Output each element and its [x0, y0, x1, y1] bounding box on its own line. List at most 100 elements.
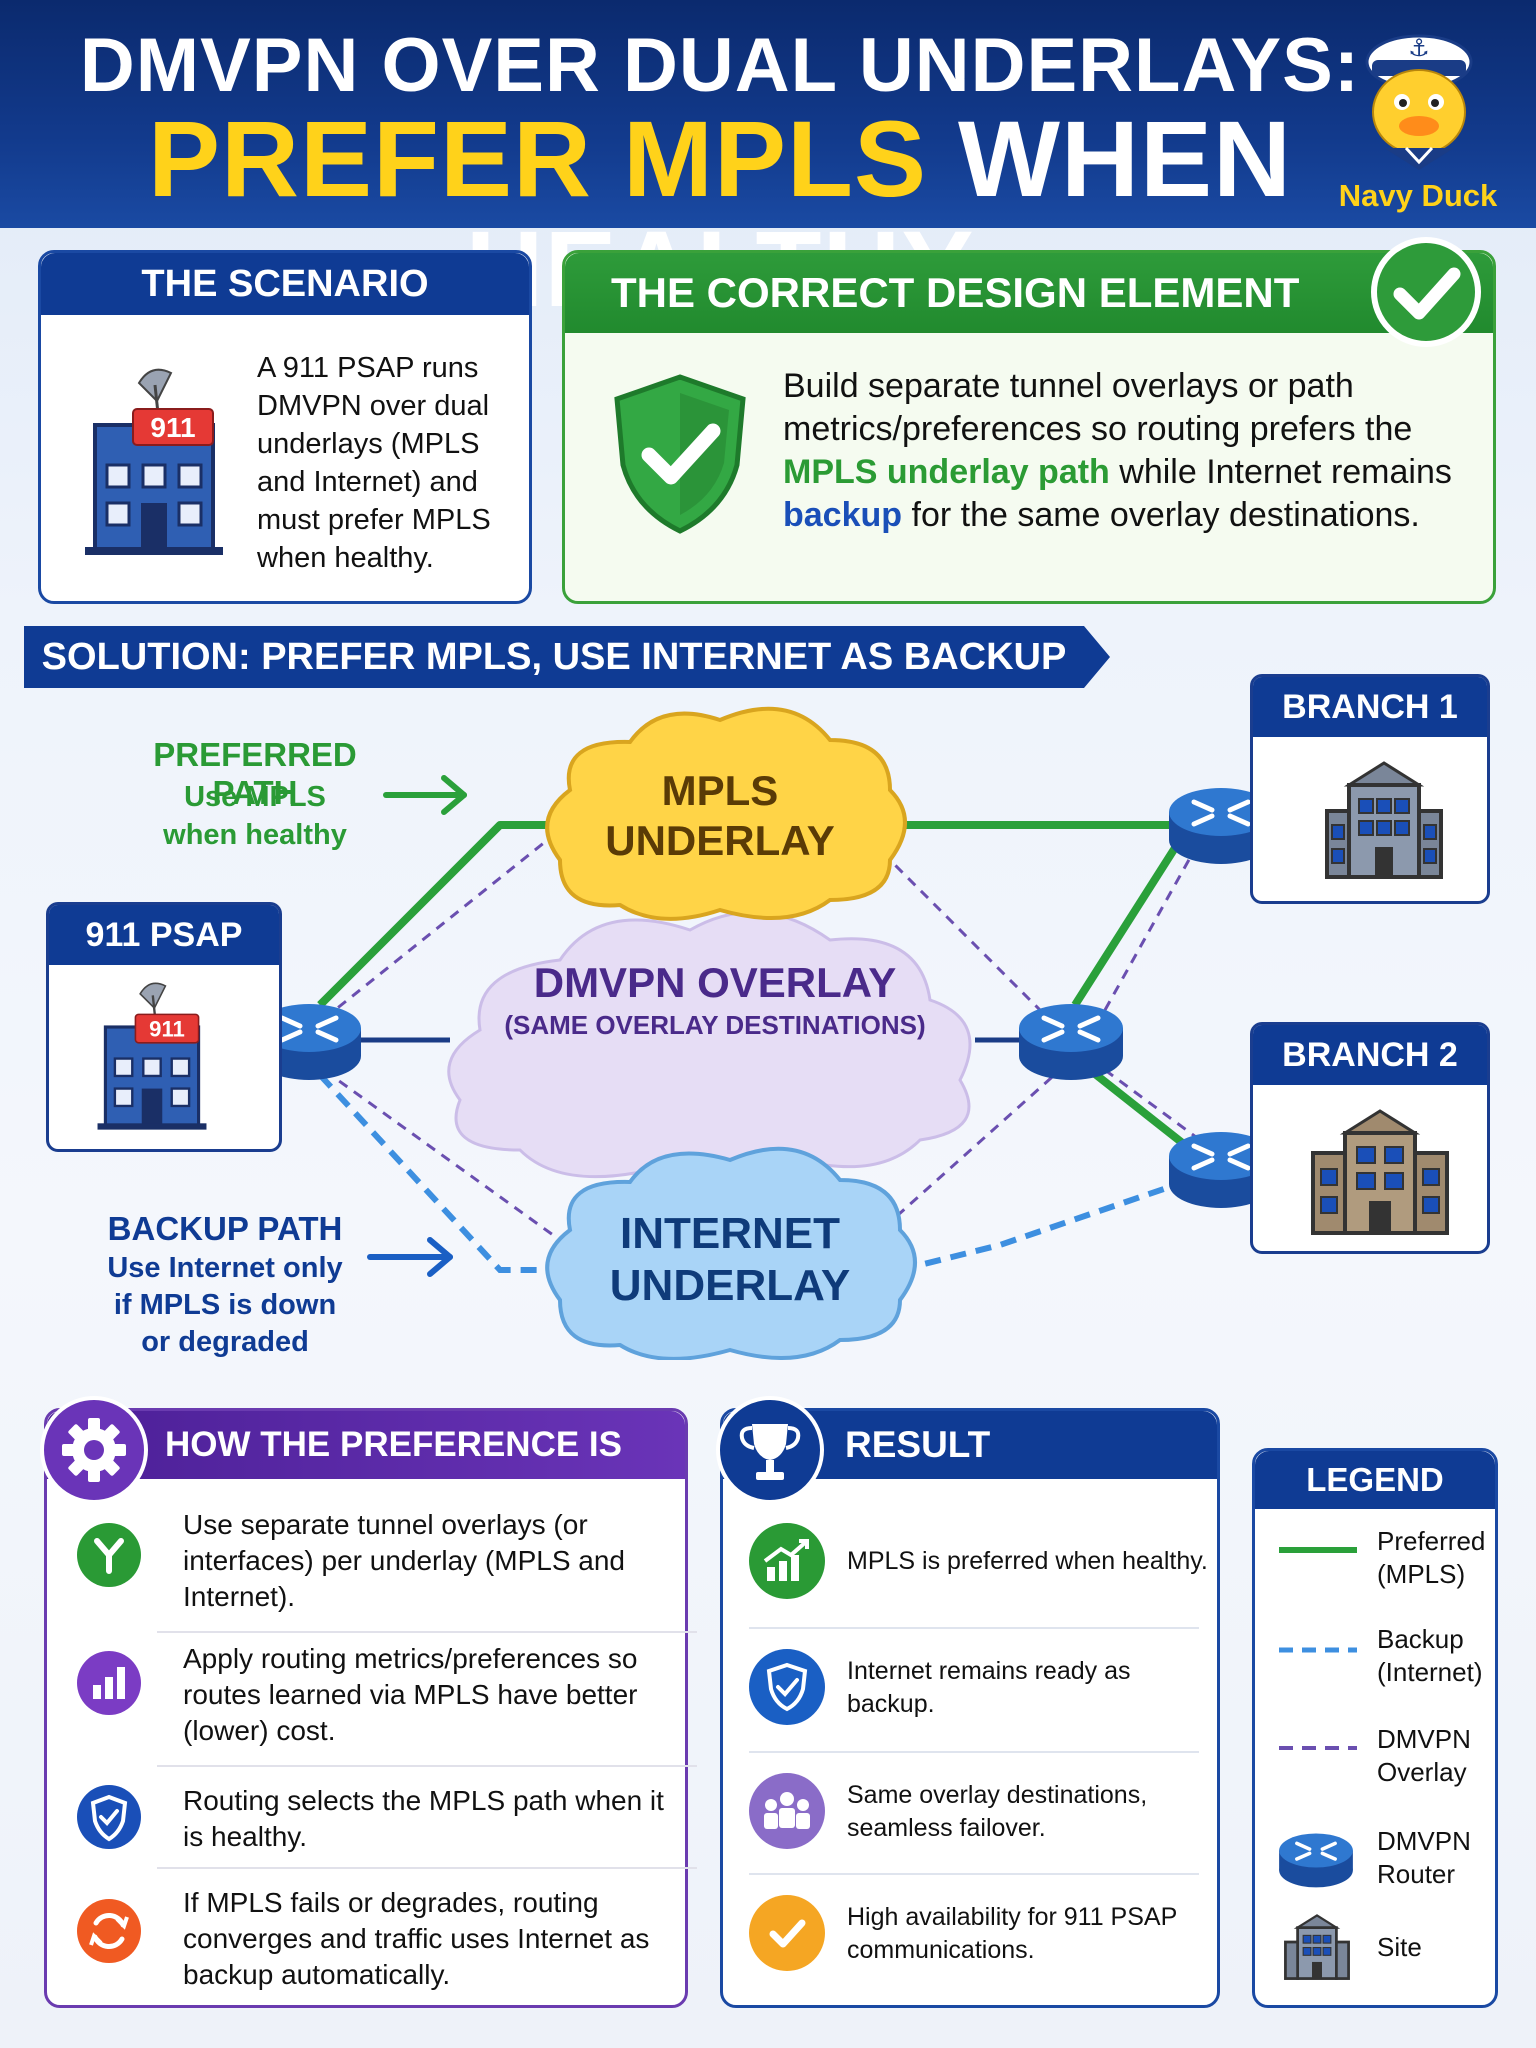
legend-label: Backup	[1377, 1624, 1464, 1654]
legend-item-preferred: Preferred(MPLS)	[1377, 1525, 1495, 1591]
backup-sub-line: if MPLS is down	[113, 1289, 337, 1321]
preferred-sub-line: Use MPLS	[184, 781, 326, 813]
solution-banner-text: SOLUTION: PREFER MPLS, USE INTERNET AS B…	[41, 636, 1067, 678]
dmvpn-overlay-sublabel: (SAME OVERLAY DESTINATIONS)	[504, 1010, 926, 1040]
internet-label-line: INTERNET	[620, 1209, 840, 1258]
check-circle-icon	[749, 1895, 825, 1971]
internet-label-line: UNDERLAY	[609, 1261, 851, 1310]
header-banner: DMVPN OVER DUAL UNDERLAYS: PREFER MPLS W…	[0, 0, 1536, 324]
shield-check-icon	[749, 1649, 825, 1725]
mpls-label-line: UNDERLAY	[605, 817, 835, 864]
divider	[749, 1627, 1199, 1629]
divider	[749, 1751, 1199, 1753]
legend-label: Router	[1377, 1859, 1456, 1889]
backup-sub-line: or degraded	[141, 1326, 309, 1358]
check-badge-icon	[1371, 237, 1481, 347]
result-item-1: MPLS is preferred when healthy.	[847, 1547, 1208, 1575]
legend-panel: LEGEND Preferred(MPLS) Backup(Internet) …	[1252, 1448, 1498, 2008]
hub-building-icon: 911	[97, 982, 207, 1130]
branch-hub-router-icon	[1019, 1004, 1123, 1080]
how-item-3: Routing selects the MPLS path when it is…	[183, 1785, 664, 1852]
scenario-text: A 911 PSAP runs DMVPN over dual underlay…	[257, 352, 491, 574]
dmvpn-overlay-label: DMVPN OVERLAY	[533, 959, 897, 1006]
design-text-part: while Internet remains	[1109, 453, 1452, 491]
backup-path-title: BACKUP PATH	[107, 1210, 343, 1247]
hub-title: 911 PSAP (HUB)	[49, 905, 279, 1014]
overlay-lines	[309, 828, 1202, 1242]
branch2-title: BRANCH 2	[1253, 1025, 1487, 1085]
hub-site-box: 911 PSAP (HUB) 911	[46, 902, 282, 1152]
result-item-2: Internet remains ready as backup.	[847, 1657, 1131, 1718]
trend-up-icon	[749, 1523, 825, 1599]
divider	[157, 1631, 697, 1633]
mpls-cloud	[545, 706, 907, 921]
preferred-sub-line: when healthy	[163, 819, 347, 851]
legend-label: Site	[1377, 1932, 1422, 1962]
scenario-panel: THE SCENARIO 911 A 911 PSAP runs DMVPN o…	[38, 250, 532, 604]
legend-label: Overlay	[1377, 1757, 1467, 1787]
people-icon	[749, 1773, 825, 1849]
how-title: HOW THE PREFERENCE IS ACHIEVED	[47, 1411, 685, 1532]
mascot-name: Navy Duck	[1338, 178, 1498, 213]
gear-icon	[40, 1396, 148, 1504]
dmvpn-overlay-cloud	[447, 910, 972, 1185]
result-item-4: High availability for 911 PSAP communica…	[847, 1903, 1177, 1964]
design-text-mpls: MPLS underlay path	[783, 453, 1110, 491]
legend-label: (Internet)	[1377, 1657, 1483, 1687]
legend-label: (MPLS)	[1377, 1559, 1466, 1589]
backup-arrow-icon	[367, 1237, 453, 1277]
branch1-building-icon	[1325, 761, 1443, 879]
divider	[157, 1867, 697, 1869]
legend-label: DMVPN	[1377, 1826, 1471, 1856]
how-achieved-panel: HOW THE PREFERENCE IS ACHIEVED Use separ…	[44, 1408, 697, 2008]
trophy-icon	[716, 1396, 824, 1504]
shield-check-icon	[77, 1785, 141, 1849]
backup-path-lines	[317, 1072, 1191, 1273]
split-arrow-icon	[77, 1523, 141, 1587]
legend-backup-swatch	[1279, 1647, 1357, 1653]
hub-badge: 911	[149, 1016, 185, 1041]
how-item-2: Apply routing metrics/preferences so rou…	[183, 1643, 638, 1746]
preferred-arrow-icon	[383, 775, 467, 815]
branch1-title: BRANCH 1	[1253, 677, 1487, 737]
how-item-4: If MPLS fails or degrades, routing conve…	[183, 1887, 650, 1990]
scenario-badge: 911	[150, 412, 195, 443]
scenario-title: THE SCENARIO	[41, 253, 529, 315]
title-highlight: PREFER MPLS	[147, 98, 928, 219]
bar-chart-icon	[77, 1651, 141, 1715]
legend-router-icon	[1279, 1833, 1353, 1888]
how-item-1: Use separate tunnel overlays (or interfa…	[183, 1509, 625, 1612]
divider	[157, 1765, 697, 1767]
design-element-panel: THE CORRECT DESIGN ELEMENT Build separat…	[562, 250, 1496, 604]
design-text-backup: backup	[783, 496, 903, 534]
design-title: THE CORRECT DESIGN ELEMENT	[565, 253, 1493, 333]
result-item-3: Same overlay destinations, seamless fail…	[847, 1781, 1148, 1842]
preferred-path-subtitle: Use MPLS when healthy	[110, 778, 400, 854]
preferred-path-title: PREFERRED PATH	[153, 736, 357, 811]
legend-label: DMVPN	[1377, 1724, 1471, 1754]
shield-check-icon	[614, 374, 746, 534]
preferred-path-lines	[317, 821, 1188, 1149]
svg-text:⚓: ⚓	[1408, 34, 1430, 62]
legend-title: LEGEND	[1255, 1451, 1495, 1509]
solution-banner	[24, 626, 1110, 688]
title-line-1: DMVPN OVER DUAL UNDERLAYS:	[79, 23, 1361, 108]
legend-site-icon	[1284, 1914, 1350, 1980]
divider	[749, 1873, 1199, 1875]
branch2-site-box: BRANCH 2	[1250, 1022, 1490, 1254]
design-text-part: Build separate tunnel overlays or path m…	[783, 367, 1413, 448]
legend-overlay-swatch	[1279, 1746, 1357, 1750]
legend-item-backup: Backup(Internet)	[1377, 1623, 1495, 1689]
internet-cloud	[545, 1146, 917, 1360]
network-diagram	[200, 706, 1202, 1360]
navy-duck-mascot-icon: ⚓	[1365, 34, 1473, 170]
design-text-part: for the same overlay destinations.	[902, 496, 1420, 534]
psap-building-icon: 911	[85, 368, 223, 555]
legend-label: Preferred	[1377, 1526, 1486, 1556]
legend-item-site: Site	[1377, 1931, 1495, 1964]
